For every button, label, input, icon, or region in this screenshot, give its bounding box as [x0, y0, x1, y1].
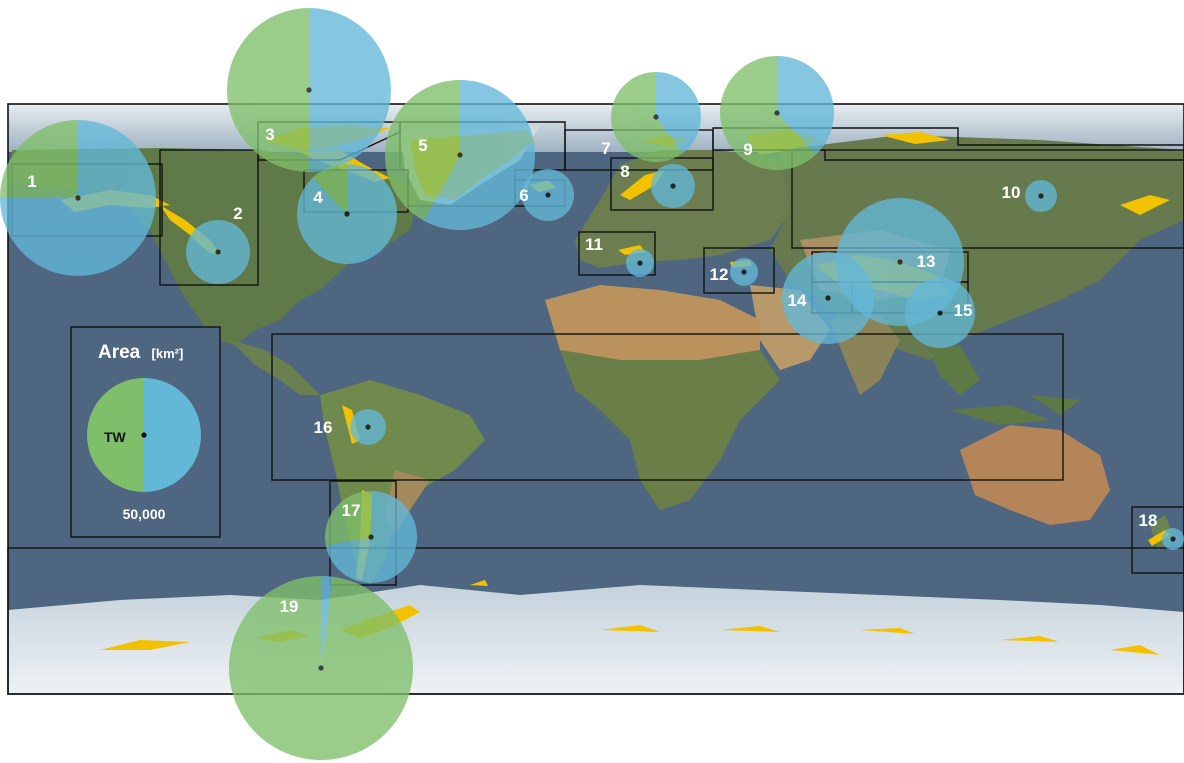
- region-pies: [0, 8, 1184, 761]
- region-pie-18: [1162, 528, 1184, 550]
- legend-pie-water: [144, 378, 201, 492]
- region-box-10: [791, 149, 1184, 249]
- region-label-14: 14: [788, 291, 807, 310]
- pie-center-dot: [670, 183, 676, 189]
- region-pie-12: [730, 258, 758, 286]
- land-europe: [575, 150, 800, 268]
- region-pie-14: [782, 252, 874, 344]
- legend-center-label: TW: [104, 429, 127, 445]
- region-pie-15: [905, 278, 975, 348]
- region-box-12: [703, 247, 775, 294]
- legend-unit: [km²]: [152, 346, 184, 361]
- region-label-6: 6: [519, 186, 528, 205]
- pie-water-slice: [423, 80, 535, 230]
- pie-center-dot: [937, 310, 943, 316]
- legend-pie-center-dot: [141, 432, 147, 438]
- pie-center-dot: [897, 259, 903, 265]
- region-label-12: 12: [710, 265, 729, 284]
- land-central-america: [230, 340, 320, 395]
- region-label-10: 10: [1002, 183, 1021, 202]
- region-pie-9: [720, 56, 834, 170]
- region-boxes: [7, 121, 1184, 695]
- region-label-4: 4: [313, 188, 323, 207]
- region-label-19: 19: [280, 597, 299, 616]
- region-label-16: 16: [314, 418, 333, 437]
- region-pie-3: [227, 8, 391, 172]
- pie-terrestrial-slice: [312, 163, 347, 214]
- pie-terrestrial-slice: [227, 8, 309, 172]
- pie-center-dot: [825, 295, 831, 301]
- legend-scale-value: 50,000: [123, 506, 166, 522]
- land-africa-desert: [545, 285, 760, 360]
- region-label-15: 15: [954, 301, 973, 320]
- region-pie-4: [297, 163, 397, 264]
- pie-terrestrial-slice: [0, 120, 78, 198]
- pie-center-dot: [545, 192, 551, 198]
- region-label-17: 17: [342, 501, 361, 520]
- pie-terrestrial-slice: [720, 56, 817, 170]
- region-box-11: [578, 231, 656, 276]
- region-pie-17: [325, 491, 417, 583]
- region-box-2: [159, 149, 259, 286]
- pie-center-dot: [741, 269, 747, 275]
- pie-center-dot: [344, 211, 350, 217]
- region-label-18: 18: [1139, 511, 1158, 530]
- pie-water-slice: [656, 72, 701, 154]
- pie-center-dot: [75, 195, 81, 201]
- pie-center-dot: [653, 114, 659, 120]
- region-pie-8: [651, 164, 695, 208]
- region-pie-10: [1025, 180, 1057, 212]
- pie-center-dot: [1038, 193, 1044, 199]
- pie-center-dot: [215, 249, 221, 255]
- pie-center-dot: [637, 260, 643, 266]
- region-label-13: 13: [917, 252, 936, 271]
- region-label-8: 8: [620, 162, 629, 181]
- pie-terrestrial-slice: [325, 491, 371, 546]
- region-pie-1: [0, 120, 156, 276]
- region-label-9: 9: [743, 140, 752, 159]
- pie-terrestrial-slice: [610, 71, 683, 163]
- region-pie-5: [384, 80, 535, 230]
- legend-pie-terrestrial: [87, 378, 144, 492]
- pie-center-dot: [457, 152, 463, 158]
- legend-title-text: Area: [98, 342, 141, 363]
- legend: Area [km²] TW 50,000: [70, 326, 221, 538]
- region-pie-16: [350, 409, 386, 445]
- pie-center-dot: [306, 87, 312, 93]
- region-label-5: 5: [418, 136, 427, 155]
- region-box-18: [1131, 506, 1184, 574]
- pie-center-dot: [365, 424, 371, 430]
- region-box-19: [7, 547, 1184, 695]
- region-pie-11: [626, 249, 654, 277]
- pie-center-dot: [318, 665, 324, 671]
- pie-water-slice: [309, 8, 391, 172]
- pie-water-slice: [321, 576, 333, 668]
- region-label-1: 1: [27, 172, 36, 191]
- glacier-north-asia: [1120, 195, 1170, 215]
- pie-center-dot: [1170, 536, 1176, 542]
- legend-title: Area [km²]: [98, 342, 183, 363]
- region-pie-6: [522, 169, 574, 221]
- region-pie-19: [228, 576, 413, 761]
- pie-water-slice: [777, 56, 834, 155]
- region-label-7: 7: [601, 139, 610, 158]
- region-box-16: [271, 333, 1064, 481]
- pie-center-dot: [774, 110, 780, 116]
- region-label-11: 11: [585, 235, 603, 254]
- region-label-2: 2: [233, 204, 242, 223]
- pie-center-dot: [368, 534, 374, 540]
- region-label-3: 3: [265, 125, 274, 144]
- pie-terrestrial-slice: [384, 80, 460, 221]
- region-pie-7: [610, 71, 701, 163]
- land-australia: [960, 425, 1110, 525]
- region-pie-2: [186, 220, 250, 284]
- land-se-asia: [930, 345, 1080, 425]
- land-africa: [560, 350, 780, 510]
